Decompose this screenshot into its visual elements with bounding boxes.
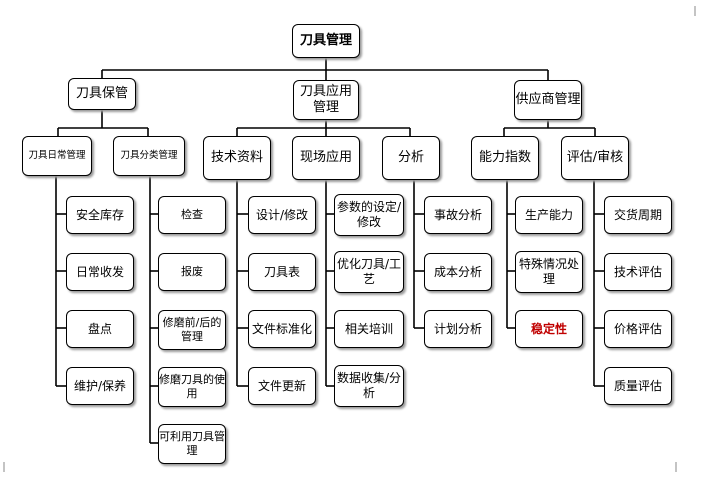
leaf-onsite-3: 相关培训 bbox=[334, 310, 404, 348]
node-analysis: 分析 bbox=[382, 136, 440, 180]
node-technical: 技术资料 bbox=[203, 136, 271, 180]
node-onsite: 现场应用 bbox=[292, 136, 360, 180]
node-root: 刀具管理 bbox=[292, 24, 360, 58]
node-classified: 刀具分类管理 bbox=[113, 136, 185, 176]
leaf-capability-1: 生产能力 bbox=[515, 196, 583, 234]
leaf-daily-4: 维护/保养 bbox=[66, 367, 134, 405]
leaf-analysis-3: 计划分析 bbox=[424, 310, 492, 348]
leaf-analysis-2: 成本分析 bbox=[424, 253, 492, 291]
leaf-evaluation-1: 交货周期 bbox=[604, 196, 672, 234]
leaf-evaluation-4: 质量评估 bbox=[604, 367, 672, 405]
node-capability: 能力指数 bbox=[471, 136, 539, 180]
leaf-classified-4: 修磨刀具的使用 bbox=[158, 367, 226, 407]
node-evaluation: 评估/审核 bbox=[561, 136, 629, 180]
leaf-evaluation-3: 价格评估 bbox=[604, 310, 672, 348]
node-supplier: 供应商管理 bbox=[514, 80, 582, 120]
leaf-technical-3: 文件标准化 bbox=[248, 310, 316, 348]
leaf-classified-1: 检查 bbox=[158, 196, 226, 234]
leaf-daily-2: 日常收发 bbox=[66, 253, 134, 291]
leaf-daily-1: 安全库存 bbox=[66, 196, 134, 234]
leaf-daily-3: 盘点 bbox=[66, 310, 134, 348]
leaf-classified-5: 可利用刀具管理 bbox=[158, 424, 226, 464]
leaf-evaluation-2: 技术评估 bbox=[604, 253, 672, 291]
leaf-onsite-2: 优化刀具/工艺 bbox=[334, 251, 404, 293]
leaf-classified-3: 修磨前/后的管理 bbox=[158, 310, 226, 350]
leaf-technical-4: 文件更新 bbox=[248, 367, 316, 405]
leaf-classified-2: 报废 bbox=[158, 253, 226, 291]
leaf-capability-2: 特殊情况处理 bbox=[515, 251, 583, 293]
node-daily: 刀具日常管理 bbox=[22, 136, 92, 176]
node-application: 刀具应用管理 bbox=[293, 80, 359, 120]
leaf-capability-3: 稳定性 bbox=[515, 310, 583, 348]
leaf-analysis-1: 事故分析 bbox=[424, 196, 492, 234]
node-storage: 刀具保管 bbox=[68, 78, 136, 110]
leaf-onsite-4: 数据收集/分析 bbox=[334, 365, 404, 407]
leaf-onsite-1: 参数的设定/修改 bbox=[334, 194, 404, 236]
leaf-technical-2: 刀具表 bbox=[248, 253, 316, 291]
leaf-technical-1: 设计/修改 bbox=[248, 196, 316, 234]
